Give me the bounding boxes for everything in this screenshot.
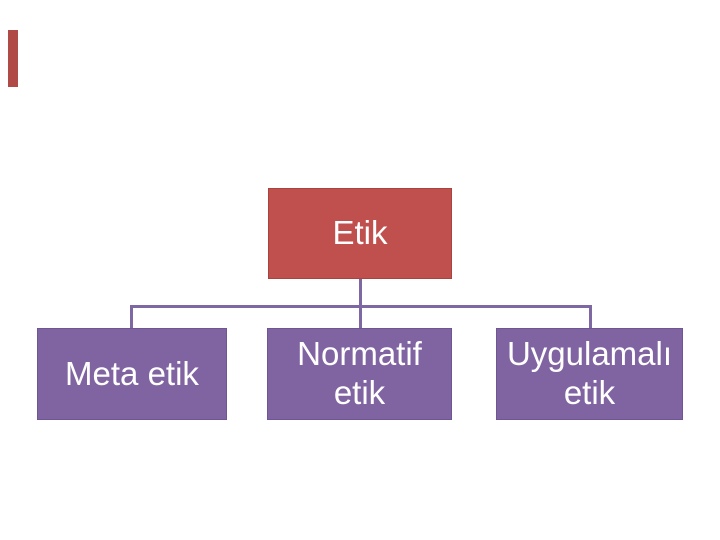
red-accent-fragment (8, 30, 18, 87)
node-normatif-label: Normatif etik (297, 335, 422, 411)
connector-drop-middle (358, 305, 362, 328)
node-meta-label: Meta etik (65, 354, 199, 392)
node-uygulamali-etik: Uygulamalı etik (496, 328, 683, 420)
connector-drop-left (129, 305, 133, 328)
connector-root-stub (358, 279, 362, 308)
connector-drop-right (588, 305, 592, 328)
node-root-etik: Etik (268, 188, 452, 279)
node-normatif-etik: Normatif etik (267, 328, 452, 420)
node-meta-etik: Meta etik (37, 328, 227, 420)
node-root-label: Etik (332, 214, 388, 252)
node-uygulamali-label: Uygulamalı etik (506, 335, 673, 411)
